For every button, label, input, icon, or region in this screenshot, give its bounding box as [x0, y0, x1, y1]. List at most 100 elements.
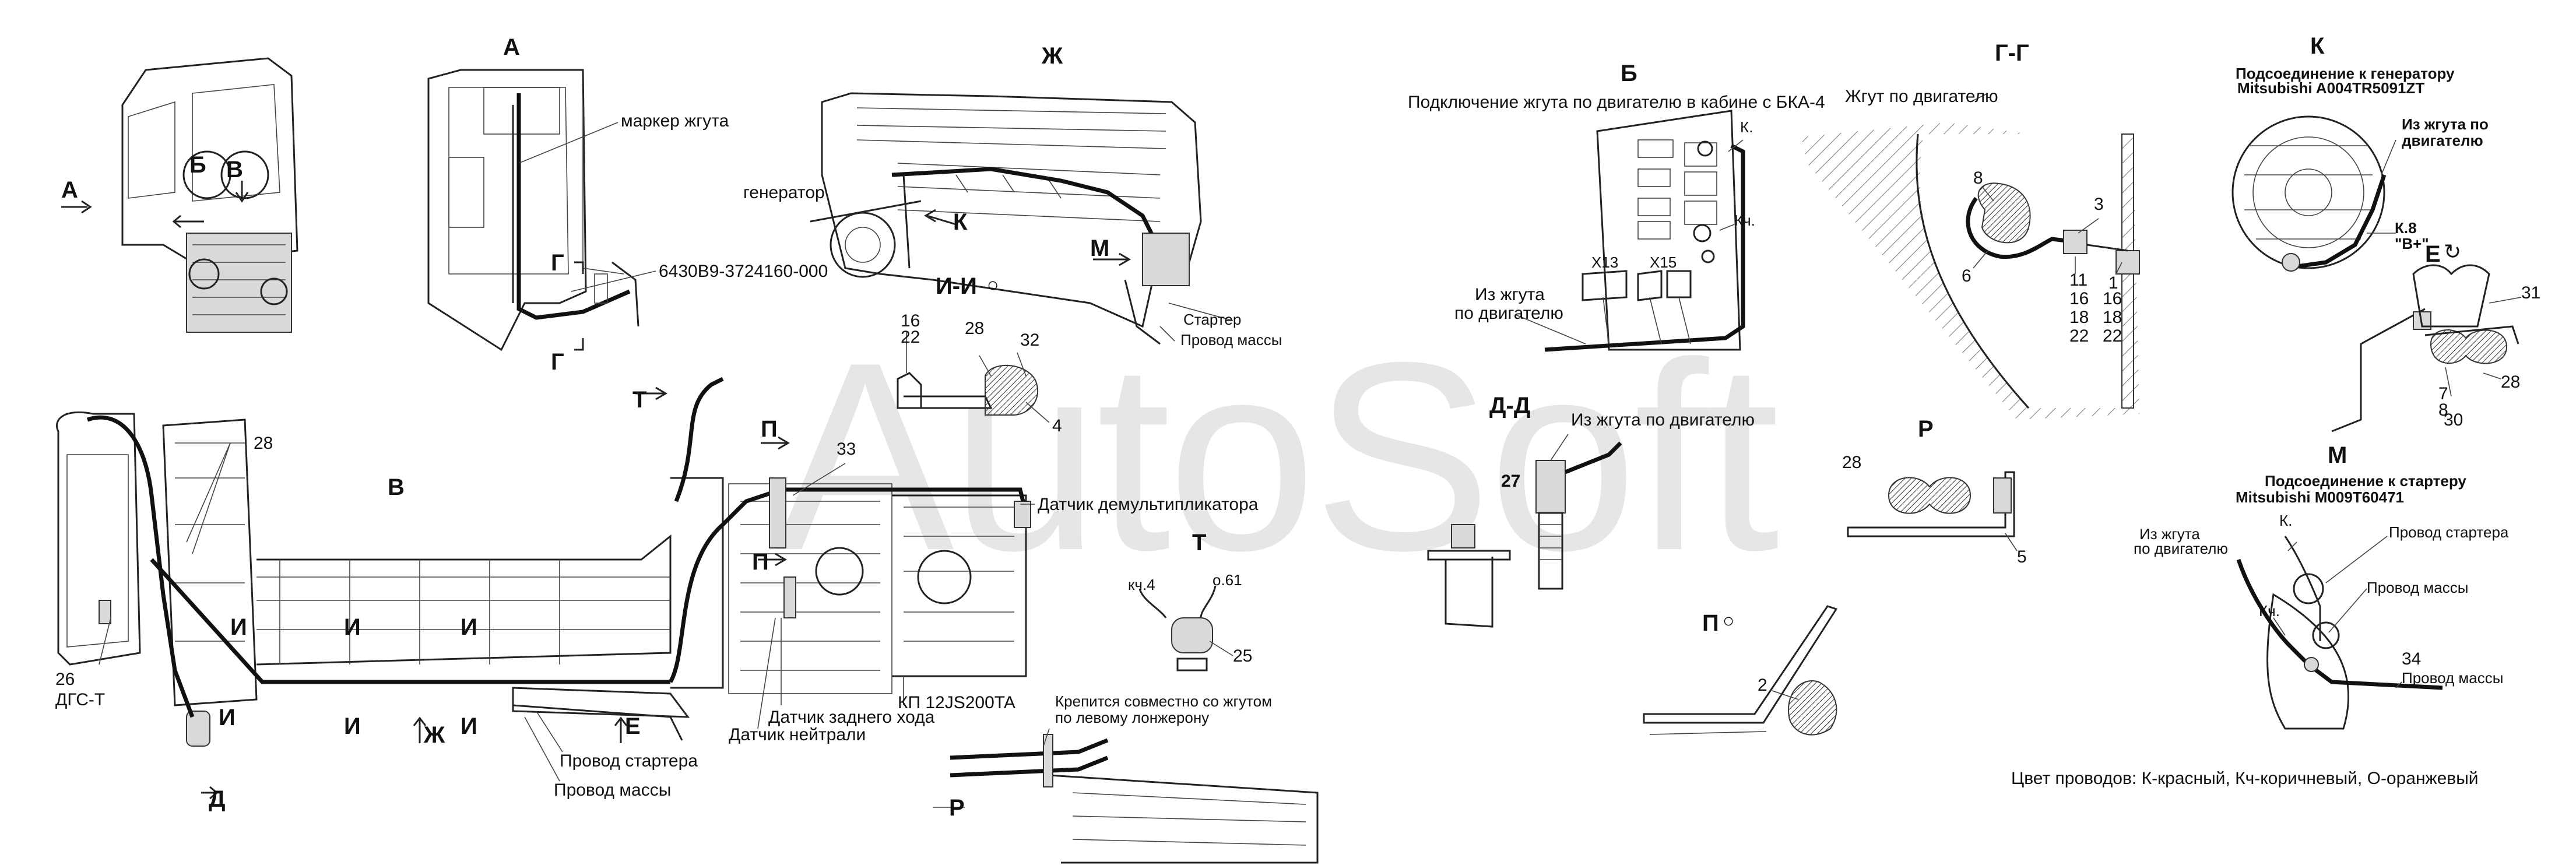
view-p-drawing — [1643, 605, 1838, 736]
part-28-e: 28 — [2501, 372, 2521, 392]
part-2-p: 2 — [1758, 676, 1767, 695]
view-gg-subtitle: Жгут по двигателю — [1845, 87, 1998, 106]
part-30-e: 30 — [2444, 410, 2463, 430]
view-zh-title: Ж — [1042, 43, 1063, 69]
reverse-sensor-label: Датчик заднего хода — [768, 708, 935, 727]
part-25-t: 25 — [1233, 646, 1253, 666]
view-e-rotate-icon: ↻ — [2444, 240, 2462, 263]
view-v-drawing — [56, 377, 1035, 782]
view-zh-drawing — [821, 92, 1202, 345]
view-b-marker: Б — [189, 152, 206, 178]
view-gg-drawing — [1801, 93, 2140, 420]
part-28-v: 28 — [254, 434, 273, 453]
generator-label: генератор — [743, 183, 825, 202]
view-dd-title: Д-Д — [1489, 393, 1531, 419]
part-1-gg: 1 — [2108, 273, 2118, 293]
view-m-subtitle-2: Mitsubishi M009T60471 — [2236, 488, 2404, 506]
part-6-gg: 6 — [1962, 266, 1971, 286]
view-b-title: Б — [1621, 61, 1637, 86]
view-r-drawing — [1847, 471, 2018, 551]
part-number-label: 6430В9-3724160-000 — [659, 262, 828, 281]
section-i-1: И — [230, 614, 247, 640]
view-m-title: М — [2328, 442, 2347, 468]
part-22-gg: 22 — [2069, 326, 2089, 346]
view-p-rotate-icon: ○ — [1723, 610, 1735, 632]
view-t-arrow-label: Т — [632, 387, 647, 413]
wire-k-label: К. — [1740, 118, 1753, 136]
section-i-6: И — [461, 713, 477, 739]
wire-kch4-label: кч.4 — [1128, 576, 1155, 593]
part-32-ii: 32 — [1020, 330, 1040, 350]
part-18-gg-2: 18 — [2103, 308, 2122, 327]
view-k-subtitle-2: Mitsubishi A004TR5091ZT — [2237, 79, 2425, 97]
wire-color-legend: Цвет проводов: К-красный, Кч-коричневый,… — [2011, 769, 2479, 788]
starter-wire-label: Провод стартера — [560, 751, 698, 771]
part-18-gg: 18 — [2069, 308, 2089, 327]
part-34-m: 34 — [2402, 649, 2422, 669]
view-k-subtitle-1: Подсоединение к генератору — [2236, 65, 2455, 82]
part-26-v: 26 — [55, 670, 75, 689]
m-from-harness-2: по двигателю — [2134, 540, 2228, 557]
part-28-ii: 28 — [965, 319, 985, 338]
k8-terminal-label: К.8 — [2395, 219, 2417, 237]
k-from-harness-1: Из жгута по — [2402, 115, 2489, 133]
b-plus-terminal-label: "В+" — [2395, 235, 2429, 252]
section-i-5: И — [344, 713, 361, 739]
m-ground-wire-label-2: Провод массы — [2402, 669, 2504, 687]
demult-sensor-label: Датчик демультипликатора — [1038, 495, 1259, 514]
part-11-gg: 11 — [2069, 270, 2088, 290]
view-dd-subtitle: Из жгута по двигателю — [1571, 410, 1755, 430]
part-7-e: 7 — [2438, 384, 2448, 403]
gearbox-label: КП 12JS200TA — [898, 693, 1015, 712]
view-r-arrow-label: Р — [949, 795, 965, 821]
from-harness-label-1: Из жгута — [1475, 285, 1545, 304]
m-from-harness-1: Из жгута — [2139, 525, 2200, 543]
connector-x13-label: X13 — [1591, 254, 1619, 271]
view-r-title: Р — [1918, 416, 1934, 442]
m-wire-kch-label: Кч. — [2259, 602, 2280, 620]
view-b-subtitle: Подключение жгута по двигателю в кабине … — [1408, 93, 1825, 112]
part-3-gg: 3 — [2094, 195, 2104, 214]
view-dd-drawing — [1427, 441, 1622, 628]
view-ii-rotate-icon: ○ — [987, 274, 999, 296]
starter-label: Стартер — [1183, 311, 1242, 328]
section-g-lower: Г — [551, 349, 564, 375]
ground-wire-label-2: Провод массы — [554, 780, 672, 800]
from-harness-label-2: по двигателю — [1454, 304, 1563, 323]
part-16-gg: 16 — [2069, 289, 2089, 308]
section-g-upper: Г — [551, 250, 564, 276]
part-16-gg-2: 16 — [2103, 289, 2122, 308]
harness-marker-label: маркер жгута — [621, 111, 729, 131]
watermark: AutoSoft — [775, 307, 1780, 606]
view-t-title: Т — [1192, 530, 1207, 555]
view-p-title: П — [1702, 610, 1719, 636]
part-8-gg: 8 — [1973, 168, 1983, 188]
view-zh-arrow-label: Ж — [424, 722, 445, 748]
wire-o61-label: о.61 — [1213, 571, 1242, 589]
attached-label-2: по левому лонжерону — [1055, 709, 1210, 726]
view-ii-title: И-И — [936, 273, 977, 299]
view-d-arrow-label: Д — [209, 786, 226, 812]
view-e-drawing — [2331, 264, 2522, 432]
wire-kch-label: Кч. — [1734, 212, 1755, 229]
part-22-ii: 22 — [901, 328, 920, 347]
part-28-r: 28 — [1842, 453, 1862, 472]
frame-attachment-drawing — [933, 728, 1319, 864]
section-i-3: И — [461, 614, 477, 640]
view-ii-drawing — [897, 332, 1050, 423]
view-m-marker: М — [1090, 235, 1110, 261]
view-e-arrow-label: Е — [625, 713, 641, 739]
part-5-r: 5 — [2017, 547, 2027, 567]
view-m-drawing — [2236, 536, 2443, 730]
view-t-drawing — [1138, 585, 1233, 671]
neutral-sensor-label: Датчик нейтрали — [729, 725, 866, 744]
view-p-arrow-label: П — [761, 416, 778, 442]
view-a-title: А — [503, 34, 520, 60]
part-33-v: 33 — [837, 439, 856, 459]
m-wire-k-label: К. — [2279, 512, 2293, 529]
view-p-arrow-label-2: П — [752, 549, 769, 575]
m-starter-wire-label: Провод стартера — [2389, 523, 2509, 541]
connector-x15-label: X15 — [1650, 254, 1677, 271]
